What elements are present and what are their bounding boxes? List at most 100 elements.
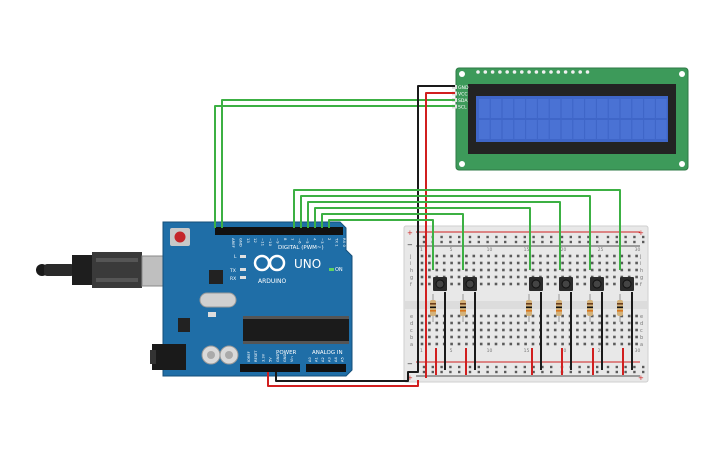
lcd-pin-hole <box>585 70 590 74</box>
bb-hole <box>635 314 638 318</box>
bb-rail-hole <box>422 365 426 369</box>
bb-hole <box>583 342 587 346</box>
bb-rail-hole <box>523 370 526 374</box>
bb-column-number: 25 <box>598 247 604 253</box>
power-label: POWER <box>276 350 297 356</box>
bb-hole <box>553 275 557 279</box>
bb-row-letter: h <box>410 268 413 274</box>
bb-hole <box>472 328 476 332</box>
bb-hole <box>635 275 638 279</box>
pushbutton-icon[interactable] <box>620 277 634 291</box>
bb-hole <box>583 335 587 339</box>
bb-rail-hole <box>560 240 564 244</box>
bb-hole <box>605 321 609 325</box>
resistor-icon[interactable] <box>617 294 623 322</box>
lcd-char-cell <box>479 99 490 118</box>
usb-cable-icon[interactable] <box>36 252 167 288</box>
lcd-char-cell <box>479 120 490 139</box>
bb-column-number: 20 <box>561 247 567 253</box>
lcd-char-cell <box>502 120 514 139</box>
bb-hole <box>487 261 490 265</box>
bb-rail-hole <box>532 370 535 374</box>
bb-hole <box>605 268 609 272</box>
bb-rail-hole <box>615 235 618 239</box>
analog-pin-label: A1 <box>315 357 319 362</box>
resistor-icon[interactable] <box>430 294 436 322</box>
bb-hole <box>509 275 513 279</box>
bb-hole <box>620 321 624 325</box>
bb-rail-hole <box>615 240 618 244</box>
pushbutton-icon[interactable] <box>529 277 543 291</box>
lcd-pin-hole <box>527 70 531 74</box>
bb-hole <box>553 328 557 332</box>
bb-hole <box>546 268 550 272</box>
bb-hole <box>509 342 513 346</box>
bb-hole <box>516 342 520 346</box>
digital-pin-label: 13 <box>246 238 251 243</box>
bb-hole <box>635 282 638 286</box>
bb-rail-hole <box>569 240 572 244</box>
bb-hole <box>516 282 520 286</box>
analog-pin-label: A0 <box>308 357 312 362</box>
arduino-uno-board[interactable]: ARDUINO UNO ON DIGITAL (PWM~) POWER ANAL… <box>150 221 353 377</box>
bb-hole <box>576 275 579 279</box>
resistor-icon[interactable] <box>587 294 593 322</box>
bb-hole <box>465 254 468 258</box>
power-pin-label: Vin <box>290 356 294 362</box>
bb-hole <box>472 335 476 339</box>
bb-hole <box>494 335 498 339</box>
bb-rail-hole <box>440 240 443 244</box>
bb-hole <box>465 335 468 339</box>
bb-hole <box>613 342 616 346</box>
lcd-char-cell <box>502 99 514 118</box>
bb-rail-hole <box>458 240 461 244</box>
lcd-pin-label: VCC <box>458 92 468 98</box>
bb-hole <box>546 321 550 325</box>
bb-hole <box>605 314 609 318</box>
bb-hole <box>539 254 542 258</box>
bb-hole <box>457 328 461 332</box>
bb-rail-hole <box>422 370 426 374</box>
bb-hole <box>435 335 439 339</box>
bb-hole <box>620 342 624 346</box>
bb-hole <box>479 254 483 258</box>
bb-hole <box>509 335 513 339</box>
bb-hole <box>428 268 431 272</box>
pushbutton-icon[interactable] <box>590 277 604 291</box>
wire-d2 <box>328 219 434 270</box>
bb-column-number: 25 <box>598 348 604 354</box>
bb-hole <box>635 328 638 332</box>
resistor-icon[interactable] <box>556 294 562 322</box>
bb-rail-hole <box>440 365 443 369</box>
bb-hole <box>516 261 520 265</box>
bb-hole <box>553 314 557 318</box>
bb-rail-hole <box>495 365 498 369</box>
bb-hole <box>502 275 505 279</box>
bb-hole <box>450 321 453 325</box>
lcd-pin-label: SDA <box>458 98 468 104</box>
bb-rail-hole <box>606 240 610 244</box>
bb-hole <box>613 282 616 286</box>
pushbutton-icon[interactable] <box>559 277 573 291</box>
bb-rail-hole <box>468 240 472 244</box>
pushbutton-icon[interactable] <box>433 277 447 291</box>
bb-hole <box>428 314 431 318</box>
lcd-pin-hole <box>476 70 480 74</box>
bb-hole <box>531 321 535 325</box>
resistor-icon[interactable] <box>460 294 466 322</box>
bb-rail-hole <box>523 240 526 244</box>
bb-hole <box>465 261 468 265</box>
bb-hole <box>494 275 498 279</box>
pushbutton-icon[interactable] <box>463 277 477 291</box>
bb-hole <box>531 328 535 332</box>
lcd-char-cell <box>597 99 608 118</box>
bb-hole <box>450 328 453 332</box>
reset-button-icon[interactable] <box>170 228 190 246</box>
bb-hole <box>553 261 557 265</box>
resistor-icon[interactable] <box>526 294 532 322</box>
wire-d7 <box>293 189 621 270</box>
bb-hole <box>502 254 505 258</box>
bb-hole <box>598 321 601 325</box>
